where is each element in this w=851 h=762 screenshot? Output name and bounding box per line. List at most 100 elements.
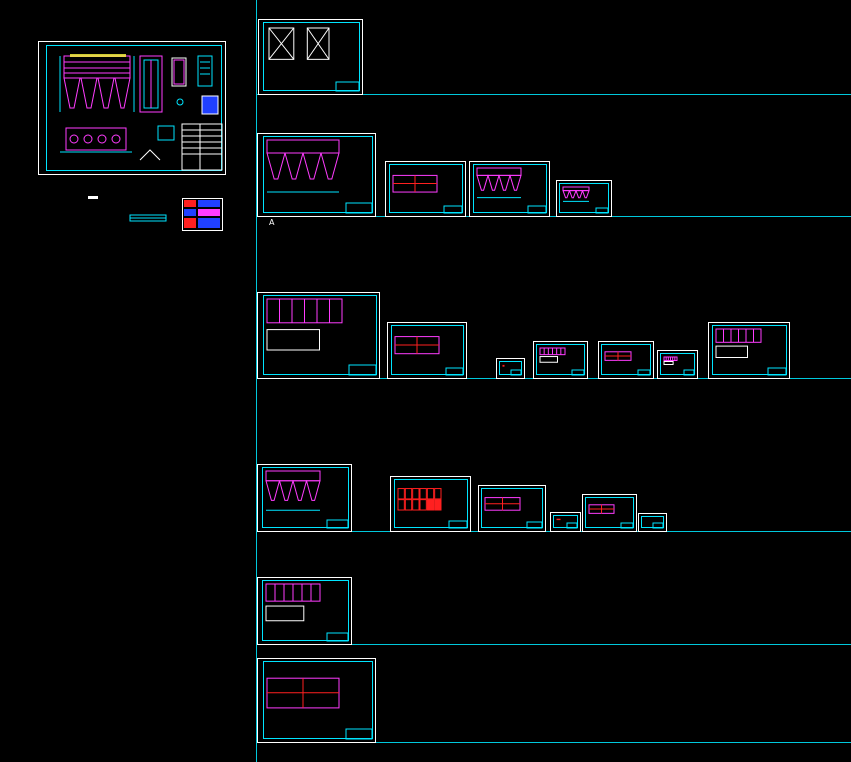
- section-bottom: [265, 605, 305, 622]
- grid-cell: [419, 499, 427, 511]
- sheet-border: [390, 476, 471, 532]
- drawing-sheet-row4-sheet1[interactable]: [257, 464, 352, 532]
- sheet-frame: [394, 479, 468, 528]
- sheet-frame: [585, 497, 634, 528]
- drawing-sheet-row4-sheet3[interactable]: [478, 485, 546, 532]
- drawing-sheet-row4-sheet2[interactable]: [390, 476, 471, 532]
- grid-cell: [404, 499, 413, 511]
- hopper-shape: [284, 152, 304, 180]
- sheet-border: [257, 292, 380, 379]
- section-bottom: [715, 345, 748, 359]
- sheets-layer: [257, 19, 790, 743]
- sheet-border: [657, 350, 698, 379]
- grid-cell: [412, 488, 420, 500]
- sheet-frame: [263, 295, 377, 375]
- sheet-border: [582, 494, 637, 532]
- drawing-sheet-row6-sheet1[interactable]: [257, 658, 376, 743]
- drawing-sheet-row2-sheet2[interactable]: [385, 161, 466, 217]
- grid-cell: [404, 488, 413, 500]
- drawing-sheet-row3-sheet6[interactable]: [657, 350, 698, 379]
- sheet-border: [257, 133, 376, 217]
- hopper-shape: [302, 152, 322, 180]
- sheet-border: [496, 358, 525, 379]
- legend-swatch-red: [184, 200, 196, 207]
- drawing-sheet-row2-sheet4[interactable]: [556, 180, 612, 217]
- sheet-title-block: [510, 369, 522, 376]
- hopper-shape: [562, 190, 571, 199]
- drawing-sheet-row3-sheet1[interactable]: [257, 292, 380, 379]
- sheet-frame: [559, 183, 609, 213]
- overview-plan-view: [60, 127, 132, 153]
- sheet-title-block: [620, 522, 634, 529]
- drawing-sheet-row1-sheet1[interactable]: [258, 19, 363, 95]
- drawing-sheet-row3-sheet2[interactable]: [387, 322, 467, 379]
- sheet-border: [556, 180, 612, 217]
- drawing-sheet-row2-sheet1[interactable]: [257, 133, 376, 217]
- sheet-frame: [481, 488, 543, 528]
- drawing-sheet-row5-sheet1[interactable]: [257, 577, 352, 645]
- hopper-shape: [305, 480, 321, 501]
- sheet-border: [257, 577, 352, 645]
- drawing-sheet-row3-sheet7[interactable]: [708, 322, 790, 379]
- sheet-title-block: [445, 367, 464, 376]
- sheet-title-block: [443, 205, 463, 214]
- sheet-border: [708, 322, 790, 379]
- view-label-a: A: [269, 218, 275, 227]
- sheet-border: [550, 512, 581, 532]
- sheet-border: [257, 464, 352, 532]
- sheet-frame: [712, 325, 787, 375]
- sheet-frame: [601, 344, 651, 375]
- sheet-border: [257, 658, 376, 743]
- hopper-shape: [292, 480, 308, 501]
- hopper-shape: [575, 190, 584, 199]
- drawing-sheet-row4-sheet4[interactable]: [550, 512, 581, 532]
- drawing-sheet-row4-sheet5[interactable]: [582, 494, 637, 532]
- frame-elevation: [268, 27, 295, 60]
- sheet-frame: [389, 164, 463, 213]
- overview-elevation: [59, 54, 135, 112]
- drawing-sheet-row3-sheet4[interactable]: [533, 341, 588, 379]
- sheet-frame: [391, 325, 464, 375]
- overview-details: [139, 125, 175, 161]
- drawing-sheet-row2-sheet3[interactable]: [469, 161, 550, 217]
- drawing-sheet-row4-sheet6[interactable]: [638, 513, 667, 532]
- overview-annotation[interactable]: [88, 196, 167, 222]
- overview-legend-blocks: [197, 55, 219, 115]
- sheet-title-block: [595, 207, 609, 214]
- sheet-frame: [263, 22, 360, 91]
- sheet-border: [387, 322, 467, 379]
- sheet-title-block: [448, 520, 468, 529]
- overview-inner-frame: [46, 45, 222, 171]
- drawing-sheet-row3-sheet3[interactable]: [496, 358, 525, 379]
- hopper-shape: [487, 174, 500, 191]
- grid-cell: [419, 488, 427, 500]
- sheet-frame: [263, 661, 373, 739]
- sheet-border: [598, 341, 654, 379]
- grid-cell: [426, 488, 435, 500]
- drawing-sheet-row3-sheet5[interactable]: [598, 341, 654, 379]
- sheet-frame: [660, 353, 695, 375]
- overview-side-view: [139, 55, 163, 113]
- sheet-title-block: [527, 205, 547, 214]
- sheet-frame: [473, 164, 547, 213]
- grid-cell: [434, 499, 442, 511]
- sheet-frame: [262, 467, 349, 528]
- sheet-frame: [553, 515, 578, 528]
- sheet-title-block: [345, 728, 373, 740]
- annotation-text-mark: [88, 196, 98, 199]
- hopper-shape: [498, 174, 511, 191]
- sheet-border: [478, 485, 546, 532]
- legend-color-block[interactable]: [182, 198, 223, 231]
- sheet-border: [385, 161, 466, 217]
- section-bottom: [539, 356, 558, 363]
- legend-border: [182, 198, 223, 231]
- overview-detail-column: [171, 57, 187, 106]
- sheet-title-block: [335, 81, 360, 92]
- hopper-shape: [265, 480, 281, 501]
- overview-title-block: [181, 123, 223, 171]
- hopper-shape: [476, 174, 489, 191]
- grid-cell: [412, 499, 420, 511]
- main-overview-sheet[interactable]: [38, 41, 226, 175]
